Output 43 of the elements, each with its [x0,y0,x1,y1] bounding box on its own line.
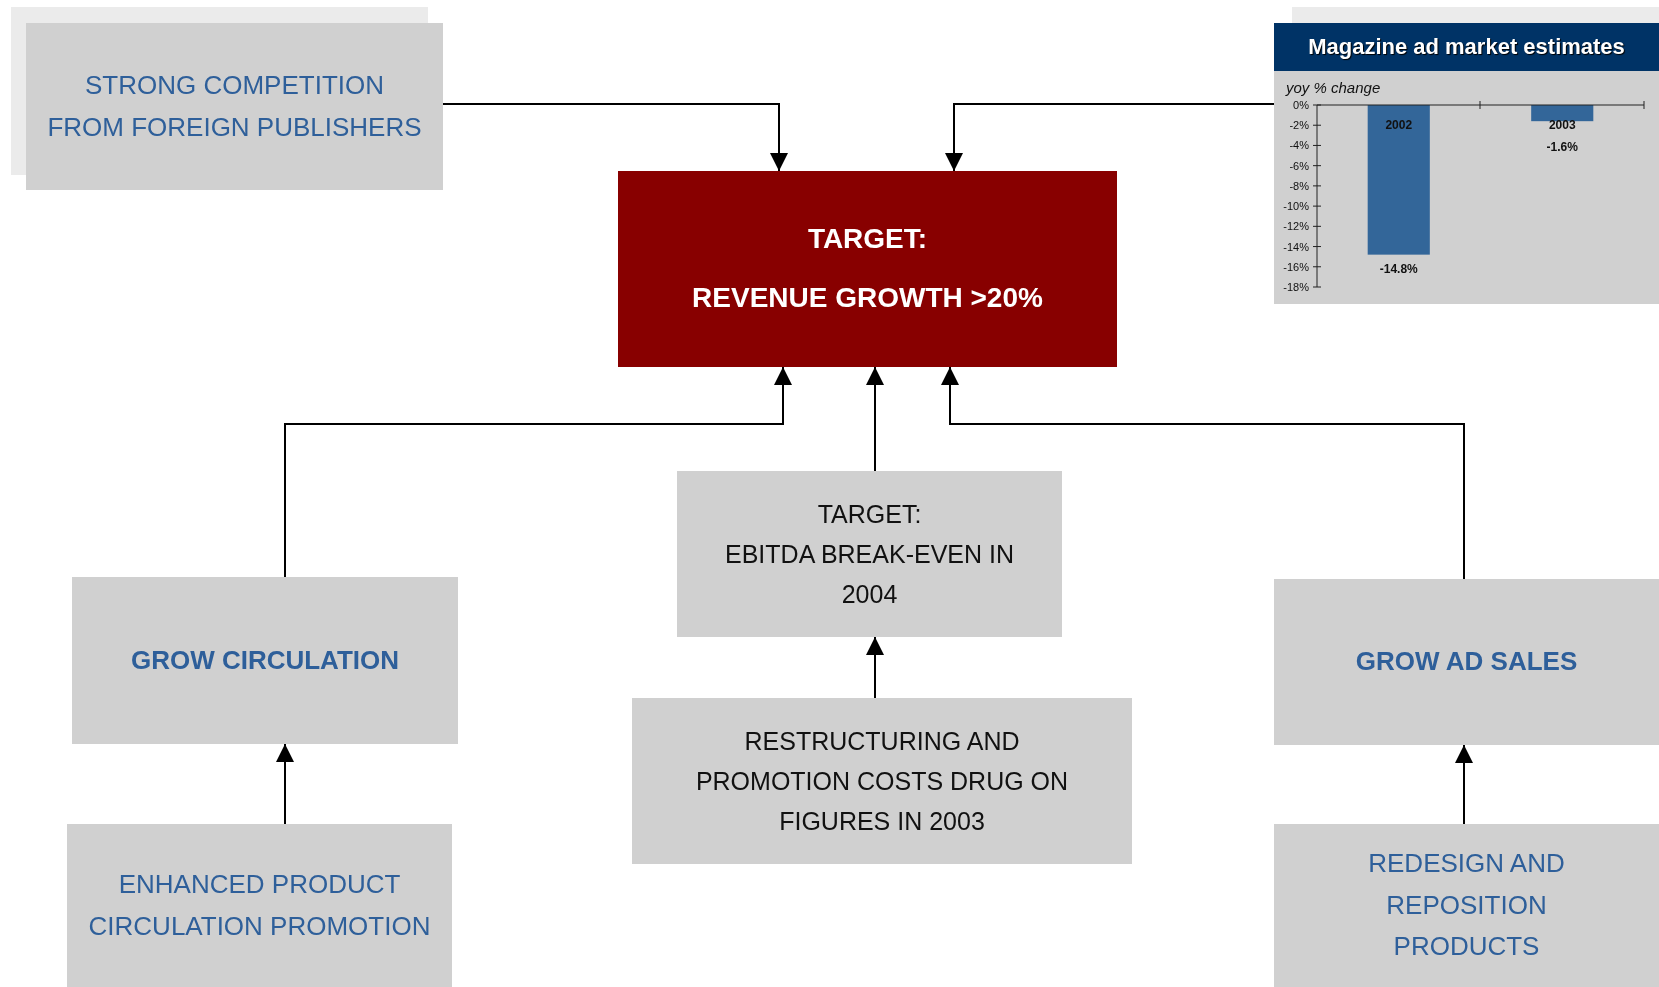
strategy-box [72,577,458,744]
box-text: ENHANCED PRODUCT CIRCULATION PROMOTION [87,867,432,943]
value-label: -14.8% [1379,261,1418,276]
tick-label: -16% [1283,260,1309,273]
arrow [866,366,884,472]
target-box [677,471,1062,637]
value-label: -1.6% [1546,140,1578,154]
box-text: GROW CIRCULATION [130,643,400,677]
arrow [866,636,884,699]
box-text: EBITDA BREAK-EVEN IN 2004 [724,539,1015,610]
arrow [284,366,792,578]
tick-label: -18% [1283,281,1309,293]
action-box [67,824,452,987]
box-text: GROW AD SALES [1355,645,1578,679]
box-text: REVENUE GROWTH >20% [692,281,1043,315]
category-label: 2003 [1548,118,1576,132]
tick-label: -10% [1283,200,1309,213]
box-text: TARGET: [807,222,928,257]
category-label: 2002 [1385,118,1413,132]
tick-label: -8% [1289,179,1309,192]
tick-label: -6% [1289,159,1309,172]
tick-label: -12% [1283,220,1309,233]
arrow [941,366,1465,580]
strategy-box [1274,579,1659,745]
arrow [945,103,1275,172]
arrow [276,743,294,825]
tick-label: -2% [1289,119,1309,132]
target-box [618,171,1117,367]
axis-title: yoy % change [1286,79,1381,96]
tick-label: -14% [1283,240,1309,253]
arrow [1455,744,1473,825]
tick-label: -4% [1289,139,1309,152]
box-text: TARGET: [817,499,922,530]
arrow [442,103,788,172]
tick-label: 0% [1293,99,1309,111]
box-text: STRONG COMPETITION FROM FOREIGN PUBLISHERS [46,68,423,144]
cost-box [632,698,1132,864]
chart-panel [1274,23,1659,304]
box-text: RESTRUCTURING AND PROMOTION COSTS DRUG ON FIGURES IN 2003 [694,726,1070,837]
box-text: REDESIGN AND REPOSITION PRODUCTS [1367,847,1566,964]
action-box [1274,824,1659,987]
factor-box [26,23,443,190]
chart-heading: Magazine ad market estimates [1274,23,1659,71]
